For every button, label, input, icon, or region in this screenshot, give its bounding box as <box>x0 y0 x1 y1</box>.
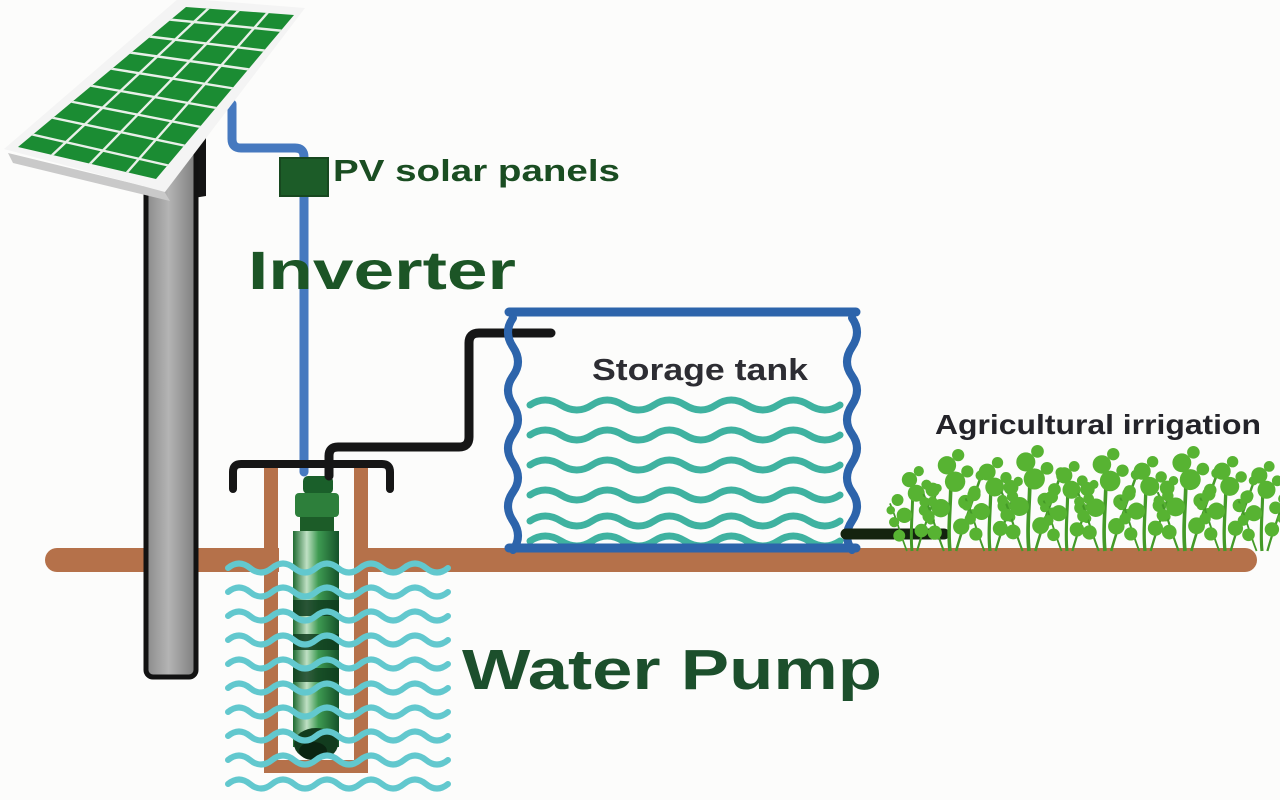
tank-water-waves <box>526 396 844 550</box>
inverter-box <box>279 157 329 197</box>
storage-tank-label: Storage tank <box>592 352 809 387</box>
inverter-label: Inverter <box>248 241 516 301</box>
panel-cells <box>18 7 294 179</box>
wire-panel-to-pump <box>227 99 309 477</box>
pv-solar-panels-label: PV solar panels <box>333 153 620 188</box>
mounting-pole <box>143 117 206 680</box>
solar-panel <box>4 0 305 201</box>
panel-grid <box>29 7 285 178</box>
panel-frame-edge <box>8 153 170 201</box>
agricultural-irrigation-label: Agricultural irrigation <box>935 409 1261 440</box>
pipe-pump-to-tank <box>324 328 556 481</box>
tank-outline <box>504 307 861 554</box>
water-pump-label: Water Pump <box>462 638 882 702</box>
well-water-waves <box>225 560 451 792</box>
storage-tank: Storage tank <box>504 307 861 554</box>
well-bracket <box>229 460 394 493</box>
